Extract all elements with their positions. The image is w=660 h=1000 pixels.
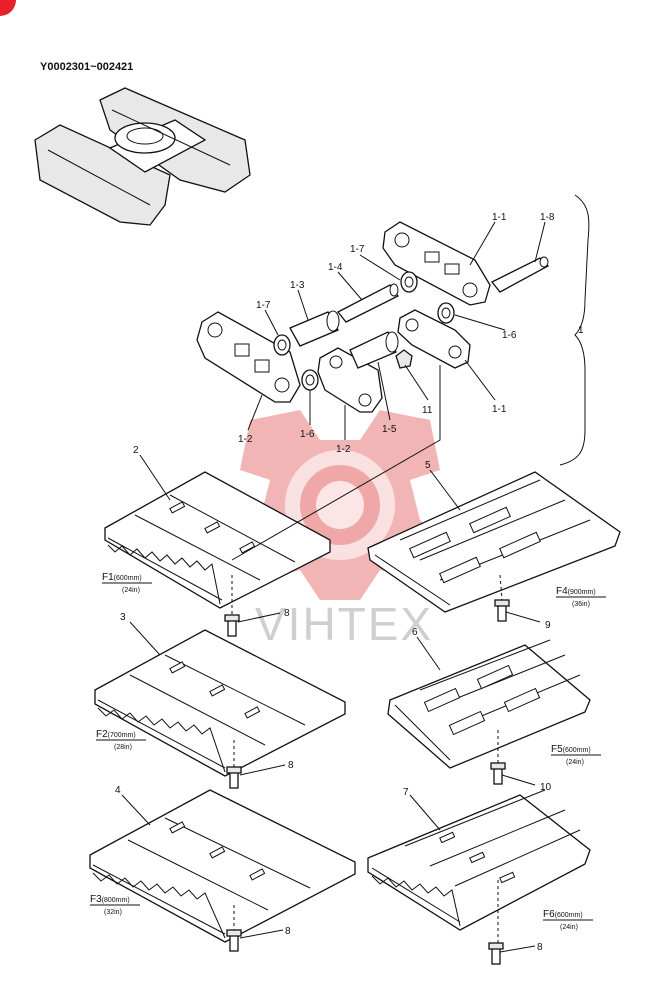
shoe-plate-f4 bbox=[367, 471, 621, 613]
callout-1-2-left: 1-2 bbox=[238, 434, 253, 445]
bolt-9 bbox=[494, 599, 510, 622]
pin-1-8 bbox=[490, 256, 550, 293]
svg-text:F6(600mm): F6(600mm) bbox=[543, 909, 583, 920]
callout-8-d: 8 bbox=[537, 942, 543, 953]
bolt-10 bbox=[490, 762, 506, 785]
svg-text:(28in): (28in) bbox=[114, 744, 132, 751]
shoe-plate-f3 bbox=[89, 789, 356, 943]
callout-7: 7 bbox=[403, 787, 409, 798]
assembly-bracket bbox=[559, 194, 590, 466]
shoe-label-f6: F6(600mm) (24in) bbox=[543, 909, 593, 931]
corner-badge bbox=[0, 0, 16, 16]
callout-1-7-upper: 1-7 bbox=[350, 244, 365, 255]
svg-text:(24in): (24in) bbox=[566, 759, 584, 766]
callout-6: 6 bbox=[412, 627, 418, 638]
callout-2: 2 bbox=[133, 445, 139, 456]
serial-range: Y0002301~002421 bbox=[40, 61, 133, 73]
seal-ring-1-7-lower bbox=[273, 334, 291, 356]
shoe-label-f4: F4(900mm) (36in) bbox=[556, 586, 606, 608]
nut-11 bbox=[395, 349, 413, 369]
watermark-text: VIHTEX bbox=[255, 598, 433, 650]
bolt-8-b bbox=[226, 766, 242, 789]
callout-4: 4 bbox=[115, 785, 121, 796]
link-right-upper bbox=[382, 221, 491, 306]
track-frame-illustration bbox=[34, 87, 251, 226]
callout-5: 5 bbox=[425, 460, 431, 471]
seal-ring-1-6-lower bbox=[301, 369, 319, 391]
bolt-8-d bbox=[488, 942, 504, 965]
svg-text:(32in): (32in) bbox=[104, 909, 122, 916]
leader-lines bbox=[121, 221, 546, 953]
callout-1-1-upper: 1-1 bbox=[492, 212, 507, 223]
callout-11: 11 bbox=[422, 405, 433, 416]
callout-1-2-center: 1-2 bbox=[336, 444, 351, 455]
callout-1-1-lower: 1-1 bbox=[492, 404, 507, 415]
alignment-lines bbox=[231, 365, 503, 943]
svg-text:(24in): (24in) bbox=[122, 587, 140, 594]
seal-ring-1-6-upper bbox=[437, 302, 455, 324]
pin-1-4 bbox=[336, 283, 399, 323]
svg-text:F1(600mm): F1(600mm) bbox=[102, 572, 142, 583]
svg-text:F2(700mm): F2(700mm) bbox=[96, 729, 136, 740]
bushing-1-3 bbox=[289, 310, 340, 347]
bolt-8-a bbox=[224, 614, 240, 637]
callout-8-b: 8 bbox=[288, 760, 294, 771]
shoe-label-f2: F2(700mm) (28in) bbox=[96, 729, 146, 751]
callout-1-5: 1-5 bbox=[382, 424, 397, 435]
shoe-label-f5: F5(600mm) (24in) bbox=[551, 744, 601, 766]
seal-ring-1-7-upper bbox=[400, 271, 418, 293]
shoe-plate-f5 bbox=[387, 639, 591, 769]
svg-text:(36in): (36in) bbox=[572, 601, 590, 608]
link-right-lower bbox=[397, 309, 471, 369]
callout-8-c: 8 bbox=[285, 926, 291, 937]
callout-1-4: 1-4 bbox=[328, 262, 343, 273]
callout-3: 3 bbox=[120, 612, 126, 623]
link-left-upper bbox=[196, 311, 301, 403]
callout-1-3: 1-3 bbox=[290, 280, 305, 291]
svg-text:F3(800mm): F3(800mm) bbox=[90, 894, 130, 905]
callout-1-8: 1-8 bbox=[540, 212, 555, 223]
callout-9: 9 bbox=[545, 620, 551, 631]
shoe-plate-f1 bbox=[104, 471, 331, 609]
shoe-label-f3: F3(800mm) (32in) bbox=[90, 894, 140, 916]
callout-1-6-left: 1-6 bbox=[300, 429, 315, 440]
svg-text:(24in): (24in) bbox=[560, 924, 578, 931]
callout-8-a: 8 bbox=[284, 608, 290, 619]
shoe-plate-f6 bbox=[367, 789, 591, 931]
shoe-label-f1: F1(600mm) (24in) bbox=[102, 572, 152, 594]
callout-1-6-right: 1-6 bbox=[502, 330, 517, 341]
shoe-plate-f2 bbox=[94, 629, 346, 777]
svg-text:F5(600mm): F5(600mm) bbox=[551, 744, 591, 755]
svg-text:F4(900mm): F4(900mm) bbox=[556, 586, 596, 597]
bushing-1-5 bbox=[349, 331, 399, 369]
callout-1: 1 bbox=[578, 325, 584, 336]
callout-1-7-lower: 1-7 bbox=[256, 300, 271, 311]
callout-10: 10 bbox=[540, 782, 552, 793]
